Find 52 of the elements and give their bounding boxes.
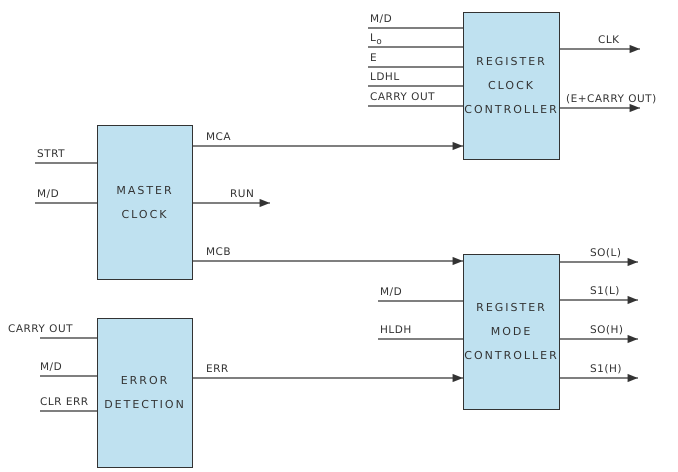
signal-line (368, 66, 463, 68)
signal-label: RUN (230, 188, 254, 200)
signal-label: ERR (206, 363, 229, 375)
signal-label: CLR ERR (40, 396, 89, 408)
signal-label: CLK (598, 34, 620, 46)
signal-line (40, 337, 97, 339)
signal-line (35, 162, 97, 164)
signal-label: SO(L) (590, 247, 622, 259)
signal-label: S1(H) (590, 363, 622, 375)
signal-label: M/D (370, 13, 392, 25)
signal-line (368, 85, 463, 87)
signal-label: M/D (380, 286, 402, 298)
signal-line (378, 338, 463, 340)
signal-label: E (370, 52, 378, 64)
signal-line (40, 410, 97, 412)
arrow (560, 334, 638, 344)
signal-label: (E+CARRY OUT) (566, 93, 657, 105)
signal-label: MCA (206, 131, 232, 143)
arrow (560, 296, 638, 304)
signal-label: CARRY OUT (8, 323, 74, 335)
signal-line (368, 46, 463, 48)
block-title: REGISTER CLOCK CONTROLLER (463, 54, 560, 118)
signal-line (368, 27, 463, 29)
signal-label: LDHL (370, 71, 400, 83)
arrow (560, 104, 640, 112)
block-title: ERROR DETECTION (103, 373, 187, 413)
block-box (97, 318, 193, 468)
arrow (560, 258, 638, 266)
arrow (560, 374, 638, 382)
arrow (193, 198, 270, 208)
block-title: REGISTER MODE CONTROLLER (463, 300, 560, 364)
block-box (463, 12, 560, 160)
signal-line (40, 375, 97, 377)
arrow (193, 142, 463, 150)
block-box (97, 125, 193, 280)
signal-line (35, 202, 97, 204)
signal-label: M/D (40, 361, 62, 373)
arrow (560, 44, 640, 54)
signal-line (368, 105, 463, 107)
signal-label: HLDH (380, 324, 412, 336)
signal-label: M/D (37, 188, 60, 200)
arrow (193, 256, 463, 266)
signal-label: L$_{o}$ (370, 32, 382, 48)
signal-label: STRT (37, 148, 66, 160)
arrow (193, 374, 463, 382)
block-box (463, 254, 560, 410)
signal-line (378, 300, 463, 302)
signal-label: CARRY OUT (370, 91, 436, 103)
signal-label: S1(L) (590, 285, 620, 297)
signal-label: MCB (206, 246, 232, 258)
signal-label: SO(H) (590, 324, 624, 336)
block-title: MASTER CLOCK (115, 182, 175, 222)
